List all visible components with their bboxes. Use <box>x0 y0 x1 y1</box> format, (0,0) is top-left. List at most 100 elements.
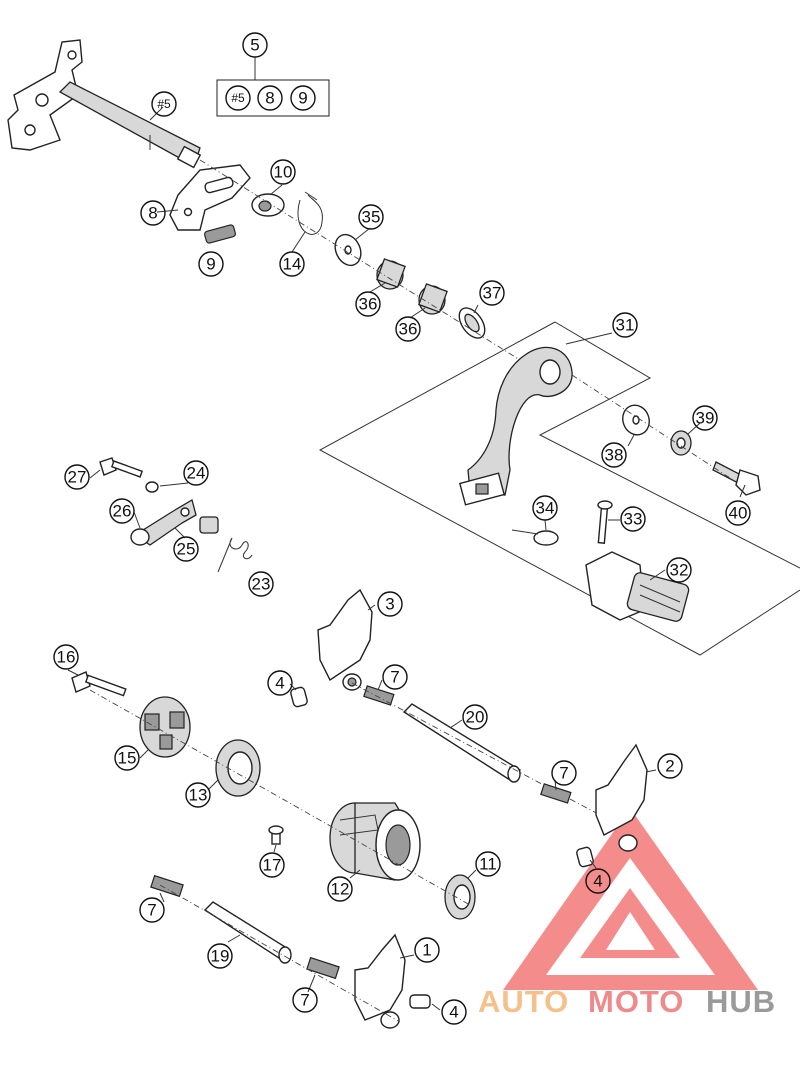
callout-31: 31 <box>612 312 638 338</box>
svg-text:24: 24 <box>187 464 206 483</box>
bushing-26 <box>130 528 150 546</box>
svg-text:AUTO: AUTO <box>478 984 569 1019</box>
shift-fork-2 <box>595 743 648 852</box>
shaft-20 <box>402 703 522 783</box>
pin-33 <box>597 500 613 544</box>
svg-text:8: 8 <box>148 204 157 223</box>
callout-kit-5: #5 <box>225 85 251 111</box>
callout-4a: 4 <box>267 670 293 696</box>
washer-35 <box>334 233 362 267</box>
shift-pedal-31 <box>458 346 573 506</box>
spring-7a <box>363 685 395 706</box>
shaft-19 <box>203 901 292 964</box>
svg-text:7: 7 <box>300 991 309 1010</box>
shift-drum-12 <box>329 802 421 881</box>
svg-text:37: 37 <box>483 284 502 303</box>
svg-text:26: 26 <box>113 502 132 521</box>
callout-36a: 36 <box>355 291 381 317</box>
callout-37: 37 <box>479 280 505 306</box>
shift-star-15 <box>139 696 191 758</box>
callout-38: 38 <box>601 442 627 468</box>
svg-text:8: 8 <box>265 89 274 108</box>
svg-text:14: 14 <box>283 255 302 274</box>
callout-35: 35 <box>358 204 384 230</box>
bearing-11 <box>444 874 476 920</box>
svg-text:36: 36 <box>399 320 418 339</box>
svg-text:36: 36 <box>359 295 378 314</box>
svg-text:12: 12 <box>331 880 350 899</box>
callout-3: 3 <box>377 591 403 617</box>
svg-text:15: 15 <box>118 749 137 768</box>
callout-7b: 7 <box>551 760 577 786</box>
svg-text:5: 5 <box>250 36 259 55</box>
callout-20: 20 <box>462 704 488 730</box>
bearing-36b <box>418 283 448 315</box>
svg-text:3: 3 <box>385 595 394 614</box>
callout-12: 12 <box>327 876 353 902</box>
svg-text:4: 4 <box>593 872 602 891</box>
callout-7a: 7 <box>382 664 408 690</box>
lock-washer-39 <box>670 430 692 456</box>
svg-text:38: 38 <box>605 446 624 465</box>
svg-text:7: 7 <box>390 668 399 687</box>
bolt-16 <box>71 671 127 697</box>
callout-4c: 4 <box>441 999 467 1025</box>
seal-ring-37 <box>458 307 486 339</box>
shift-shaft-assembly <box>7 39 202 169</box>
svg-text:40: 40 <box>729 504 748 523</box>
svg-text:16: 16 <box>57 648 76 667</box>
callout-7c: 7 <box>139 897 165 923</box>
callout-8: 8 <box>140 200 166 226</box>
callout-4b: 4 <box>585 868 611 894</box>
svg-text:39: 39 <box>696 409 715 428</box>
svg-text:2: 2 <box>665 757 674 776</box>
callout-39: 39 <box>692 405 718 431</box>
spring-7d <box>306 956 340 980</box>
watermark-logo <box>503 808 758 990</box>
callout-33: 33 <box>620 506 646 532</box>
shift-lever-plate <box>169 164 251 231</box>
callout-27: 27 <box>64 464 90 490</box>
roller-sleeve <box>199 516 219 534</box>
callout-7d: 7 <box>292 987 318 1013</box>
spring-7b <box>540 783 572 804</box>
callout-2: 2 <box>657 753 683 779</box>
pin-4b <box>576 846 594 868</box>
callout-kit-9: 9 <box>290 85 316 111</box>
bearing-36a <box>376 258 406 290</box>
svg-text:13: 13 <box>189 786 208 805</box>
svg-text:9: 9 <box>206 255 215 274</box>
callout-26: 26 <box>109 498 135 524</box>
callout-23: 23 <box>248 571 274 597</box>
callout-kit-8: 8 <box>257 85 283 111</box>
svg-text:17: 17 <box>263 856 282 875</box>
svg-text:31: 31 <box>616 316 635 335</box>
leader-lines <box>67 184 746 1011</box>
lever-25 <box>133 499 197 546</box>
callout-1: 1 <box>414 937 440 963</box>
svg-text:19: 19 <box>211 947 230 966</box>
callout-16: 16 <box>53 644 79 670</box>
pin-4c <box>409 994 431 1009</box>
svg-text:MOTO: MOTO <box>588 984 684 1019</box>
svg-text:27: 27 <box>68 468 87 487</box>
callout-32: 32 <box>666 557 692 583</box>
svg-text:23: 23 <box>252 575 271 594</box>
svg-text:35: 35 <box>362 208 381 227</box>
pin-4a <box>290 686 308 708</box>
shift-fork-3 <box>317 588 373 691</box>
svg-text:4: 4 <box>449 1003 458 1022</box>
svg-text:33: 33 <box>624 510 643 529</box>
svg-text:9: 9 <box>298 89 307 108</box>
washer-24 <box>145 481 159 493</box>
svg-text:32: 32 <box>670 561 689 580</box>
roller-10 <box>251 193 285 217</box>
svg-text:10: 10 <box>274 163 293 182</box>
svg-text:#5: #5 <box>157 97 171 111</box>
pedal-group-frame <box>318 321 800 656</box>
kit-box <box>216 57 330 117</box>
footpeg-32 <box>585 551 690 622</box>
svg-text:#5: #5 <box>231 91 245 105</box>
callout-14: 14 <box>279 251 305 277</box>
